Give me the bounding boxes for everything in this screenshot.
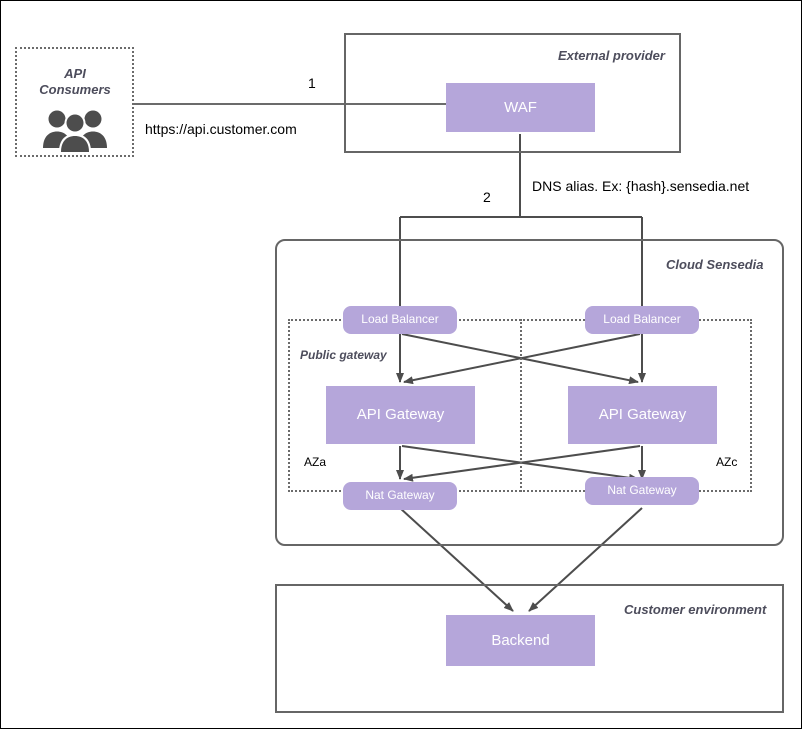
- external-provider-container: [344, 33, 681, 153]
- api-gateway-left-node[interactable]: API Gateway: [326, 386, 475, 444]
- az-left-label: AZa: [304, 455, 327, 469]
- nat-gateway-right-node[interactable]: Nat Gateway: [585, 477, 699, 505]
- backend-node[interactable]: Backend: [446, 615, 595, 666]
- customer-environment-label: Customer environment: [624, 602, 767, 617]
- edge-label-step-one: 1: [308, 75, 316, 91]
- edge-label-step-two: 2: [483, 189, 491, 205]
- load-balancer-right-node[interactable]: Load Balancer: [585, 306, 699, 334]
- edge-label-dns-alias: DNS alias. Ex: {hash}.sensedia.net: [532, 178, 750, 194]
- cloud-sensedia-label: Cloud Sensedia: [666, 257, 764, 272]
- nat-gateway-left-node[interactable]: Nat Gateway: [343, 482, 457, 510]
- public-gateway-label: Public gateway: [300, 348, 387, 362]
- api-consumers-title-line2: Consumers: [39, 82, 111, 98]
- customer-environment-container: [275, 584, 784, 713]
- edge-label-consumer-url: https://api.customer.com: [145, 121, 297, 137]
- api-gateway-right-node[interactable]: API Gateway: [568, 386, 717, 444]
- waf-node[interactable]: WAF: [446, 83, 595, 132]
- external-provider-label: External provider: [558, 48, 665, 63]
- az-divider: [520, 319, 522, 492]
- api-consumers-title-line1: API: [64, 66, 86, 81]
- api-consumers-title: API Consumers: [15, 66, 135, 99]
- load-balancer-left-node[interactable]: Load Balancer: [343, 306, 457, 334]
- api-consumers-box: [15, 47, 134, 157]
- people-group-icon: [41, 108, 109, 152]
- cloud-sensedia-container: [275, 239, 784, 546]
- az-right-label: AZc: [716, 455, 738, 469]
